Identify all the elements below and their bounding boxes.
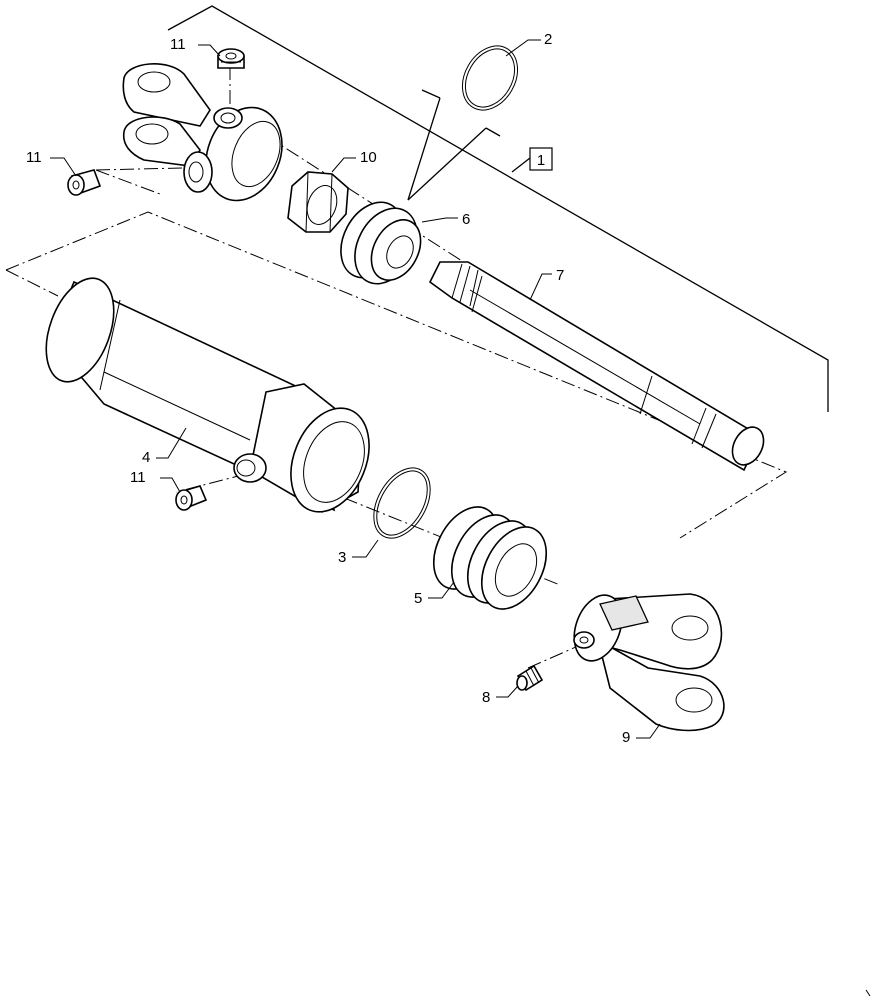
part-cylinder-barrel: [45, 277, 370, 513]
part-clevis-bottom: [573, 593, 725, 732]
part-plug-top: [217, 48, 245, 69]
callout-label-7: 7: [556, 267, 564, 284]
callout-label-10: 10: [360, 149, 377, 166]
kit-bracket: [167, 5, 829, 412]
callout-label-1: 1: [537, 152, 545, 169]
part-piston-rod: [428, 261, 765, 472]
part-plug-barrel: [175, 485, 208, 511]
part-clevis-top: [122, 63, 283, 202]
callout-label-11-left: 11: [26, 149, 42, 166]
callout-label-6: 6: [462, 211, 470, 228]
part-o-ring-middle: [373, 467, 431, 539]
callout-label-11-top: 11: [170, 36, 186, 53]
part-grease-fitting: [516, 664, 544, 692]
callout-label-5: 5: [414, 590, 422, 607]
corner-mark: [865, 989, 871, 997]
callout-label-3: 3: [338, 549, 346, 566]
callout-labels: 2 11 11 10 6 7 4 11 3 5 8 9: [26, 31, 630, 746]
part-o-ring-top: [461, 45, 519, 111]
part-nut: [287, 171, 349, 233]
callout-label-4: 4: [142, 449, 150, 466]
callout-label-8: 8: [482, 689, 490, 706]
part-piston: [432, 506, 548, 610]
callout-label-2: 2: [544, 31, 552, 48]
part-gland: [340, 201, 422, 285]
callout-label-9: 9: [622, 729, 630, 746]
leader-lines: [50, 39, 661, 739]
callout-label-11-barrel: 11: [130, 469, 146, 486]
part-plug-left: [67, 169, 102, 196]
callout-1: 1: [529, 147, 553, 171]
